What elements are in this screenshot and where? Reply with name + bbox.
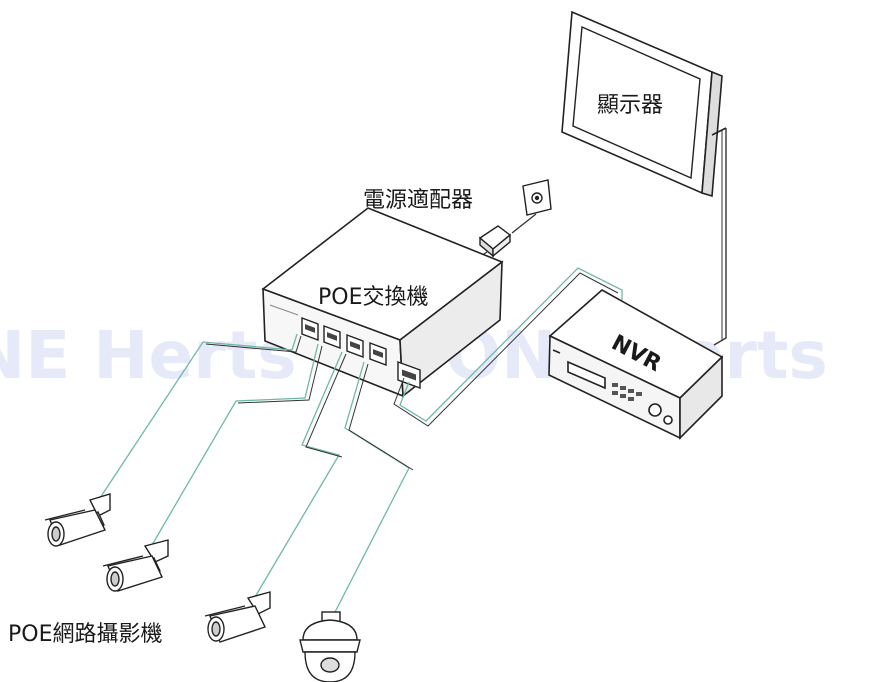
nvr-icon bbox=[548, 289, 724, 440]
power-socket-icon bbox=[522, 179, 552, 216]
switch-nvr-cable bbox=[399, 267, 623, 422]
power-adapter-icon bbox=[478, 225, 512, 258]
monitor-nvr-cable bbox=[713, 128, 727, 346]
bullet-camera-icon bbox=[204, 591, 271, 643]
switch-label: POE交換機 bbox=[318, 285, 428, 310]
bullet-camera-icon bbox=[102, 539, 169, 592]
watermark-left: NE Herts bbox=[0, 317, 297, 394]
ptz-dome-camera-icon bbox=[299, 611, 361, 682]
cameras-label: POE網路攝影機 bbox=[8, 622, 162, 647]
bullet-camera-icon bbox=[44, 493, 111, 547]
poe-switch-icon bbox=[261, 207, 504, 398]
monitor-icon bbox=[561, 10, 727, 198]
adapter-label: 電源適配器 bbox=[363, 188, 473, 213]
camera-cables bbox=[99, 333, 414, 615]
monitor-label: 顯示器 bbox=[597, 93, 663, 118]
